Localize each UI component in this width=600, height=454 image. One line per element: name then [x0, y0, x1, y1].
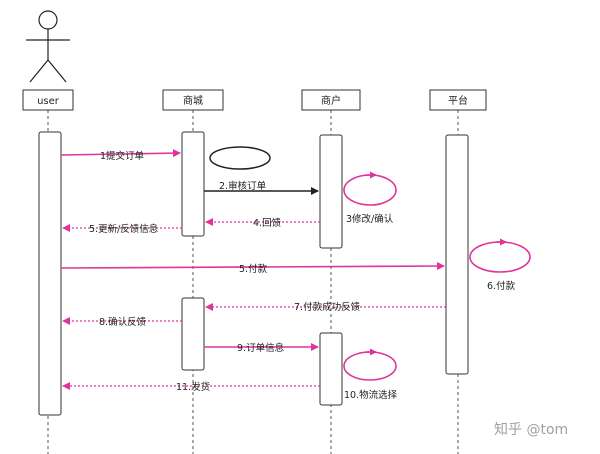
self-loop-mall-icon — [209, 146, 271, 170]
message-5-pay-label: 5.付款 — [239, 263, 268, 275]
participant-platform: 平台 — [429, 89, 487, 111]
message-5-back: 5.更新/反馈信息 — [62, 223, 182, 235]
message-7-label: 7.付款成功反馈 — [294, 301, 361, 313]
message-4: 4.回馈 — [205, 217, 320, 229]
message-4-label: 4.回馈 — [253, 217, 282, 229]
message-2: 2.审核订单 — [204, 180, 319, 195]
participant-user-label: user — [37, 96, 60, 107]
activation-platform — [445, 134, 469, 375]
message-10-label: 10.物流选择 — [344, 389, 398, 401]
activation-merchant-2 — [319, 332, 343, 406]
activation-bars — [38, 131, 469, 416]
message-5-back-label: 5.更新/反馈信息 — [89, 223, 158, 235]
participant-mall: 商城 — [162, 89, 224, 111]
activation-mall-2 — [181, 297, 205, 371]
message-8-label: 8.确认反馈 — [99, 316, 147, 328]
watermark: 知乎 @tom — [494, 421, 568, 438]
participant-user: user — [22, 89, 74, 111]
self-loop-merchant-2-icon — [343, 348, 397, 381]
participant-merchant-label: 商户 — [321, 94, 341, 107]
message-1: 1提交订单 — [60, 149, 181, 162]
message-9: 9.订单信息 — [204, 342, 319, 354]
self-loop-merchant-1-icon — [343, 171, 397, 206]
self-loop-platform-icon — [469, 238, 531, 273]
message-2-label: 2.审核订单 — [219, 180, 267, 192]
message-5-pay: 5.付款 — [60, 262, 445, 275]
participant-platform-label: 平台 — [448, 94, 468, 107]
message-7: 7.付款成功反馈 — [205, 301, 446, 313]
activation-user — [38, 131, 62, 416]
message-6-label: 6.付款 — [487, 280, 516, 292]
message-8: 8.确认反馈 — [62, 316, 182, 328]
participant-mall-label: 商城 — [183, 94, 203, 107]
message-9-label: 9.订单信息 — [237, 342, 284, 354]
participant-merchant: 商户 — [301, 89, 361, 111]
message-11: 11.发货 — [62, 381, 320, 393]
message-11-label: 11.发货 — [176, 381, 210, 393]
message-1-label: 1提交订单 — [100, 150, 145, 162]
activation-merchant-1 — [319, 134, 343, 249]
activation-mall-1 — [181, 131, 205, 237]
stick-figure-icon — [26, 10, 70, 83]
message-3-label: 3修改/确认 — [346, 213, 394, 225]
